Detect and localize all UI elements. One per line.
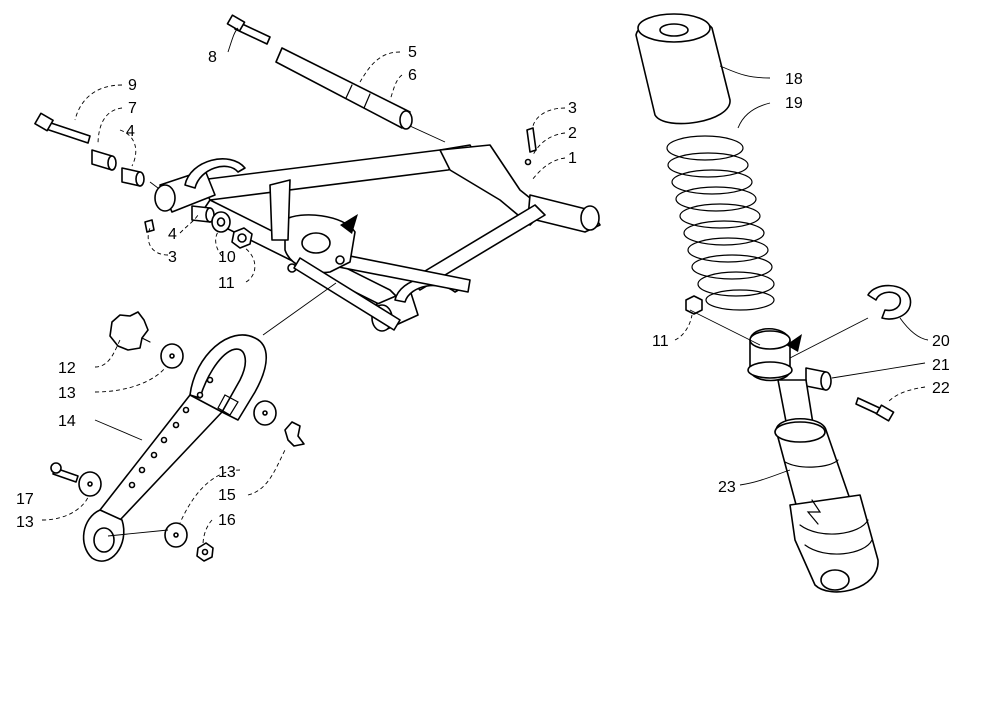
spacer-part-21 xyxy=(805,367,832,391)
callout-9: 9 xyxy=(128,77,137,94)
callout-11: 11 xyxy=(218,275,235,292)
callout-15: 15 xyxy=(218,487,236,504)
spacer-part-7 xyxy=(91,149,117,171)
callout-20: 20 xyxy=(932,333,950,350)
callout-3: 3 xyxy=(168,249,177,266)
bushing-part-4-upper xyxy=(121,167,145,187)
arrow-pointer-left xyxy=(340,214,358,234)
wing-nut-part-15 xyxy=(284,421,305,447)
callout-6: 6 xyxy=(408,67,417,84)
nut-part-11-left xyxy=(231,227,253,249)
callout-1: 1 xyxy=(568,150,577,167)
callout-labels: 8 5 6 9 7 4 3 2 1 4 3 10 11 12 13 14 13 … xyxy=(16,44,950,531)
callout-18: 18 xyxy=(785,71,803,88)
limiter-strap-part-14 xyxy=(82,334,267,562)
callout-2: 2 xyxy=(568,125,577,142)
callout-16: 16 xyxy=(218,512,236,529)
arrow-pointer-right xyxy=(786,334,802,352)
boot-part-18 xyxy=(635,13,731,125)
callout-14: 14 xyxy=(58,413,76,430)
callout-13: 13 xyxy=(218,464,236,481)
leader-lines xyxy=(41,27,929,546)
grease-fitting-part-3-left xyxy=(144,219,155,233)
nut-part-16 xyxy=(196,542,214,562)
bushing-part-4-lower xyxy=(191,205,215,223)
knob-part-12 xyxy=(109,311,151,351)
callout-8: 8 xyxy=(208,49,217,66)
washer-part-10 xyxy=(211,211,231,233)
washer-part-13-d xyxy=(164,522,188,548)
swing-arm-frame xyxy=(154,127,601,332)
callout-13: 13 xyxy=(58,385,76,402)
callout-12: 12 xyxy=(58,360,76,377)
washer-part-13-b xyxy=(253,400,277,426)
washer-part-13-a xyxy=(160,343,184,369)
bolt-part-9 xyxy=(34,112,91,144)
nut-part-11-right xyxy=(685,295,703,315)
callout-13: 13 xyxy=(16,514,34,531)
callout-4: 4 xyxy=(168,226,177,243)
callout-5: 5 xyxy=(408,44,417,61)
shaft-part-5-6 xyxy=(275,47,413,130)
shock-absorber-part-23 xyxy=(747,327,879,593)
retainer-ring-part-20 xyxy=(867,284,912,320)
callout-3: 3 xyxy=(568,100,577,117)
spring-part-19 xyxy=(666,135,775,311)
callout-11: 11 xyxy=(652,333,669,350)
callout-22: 22 xyxy=(932,380,950,397)
callout-23: 23 xyxy=(718,479,736,496)
callout-19: 19 xyxy=(785,95,803,112)
callout-21: 21 xyxy=(932,357,950,374)
callout-7: 7 xyxy=(128,100,137,117)
washer-part-13-c xyxy=(78,471,102,497)
callout-17: 17 xyxy=(16,491,34,508)
callout-10: 10 xyxy=(218,249,236,266)
bolt-part-22 xyxy=(855,397,895,422)
bolt-part-8 xyxy=(226,14,271,45)
bolt-part-17 xyxy=(50,462,79,483)
callout-4: 4 xyxy=(126,123,135,140)
